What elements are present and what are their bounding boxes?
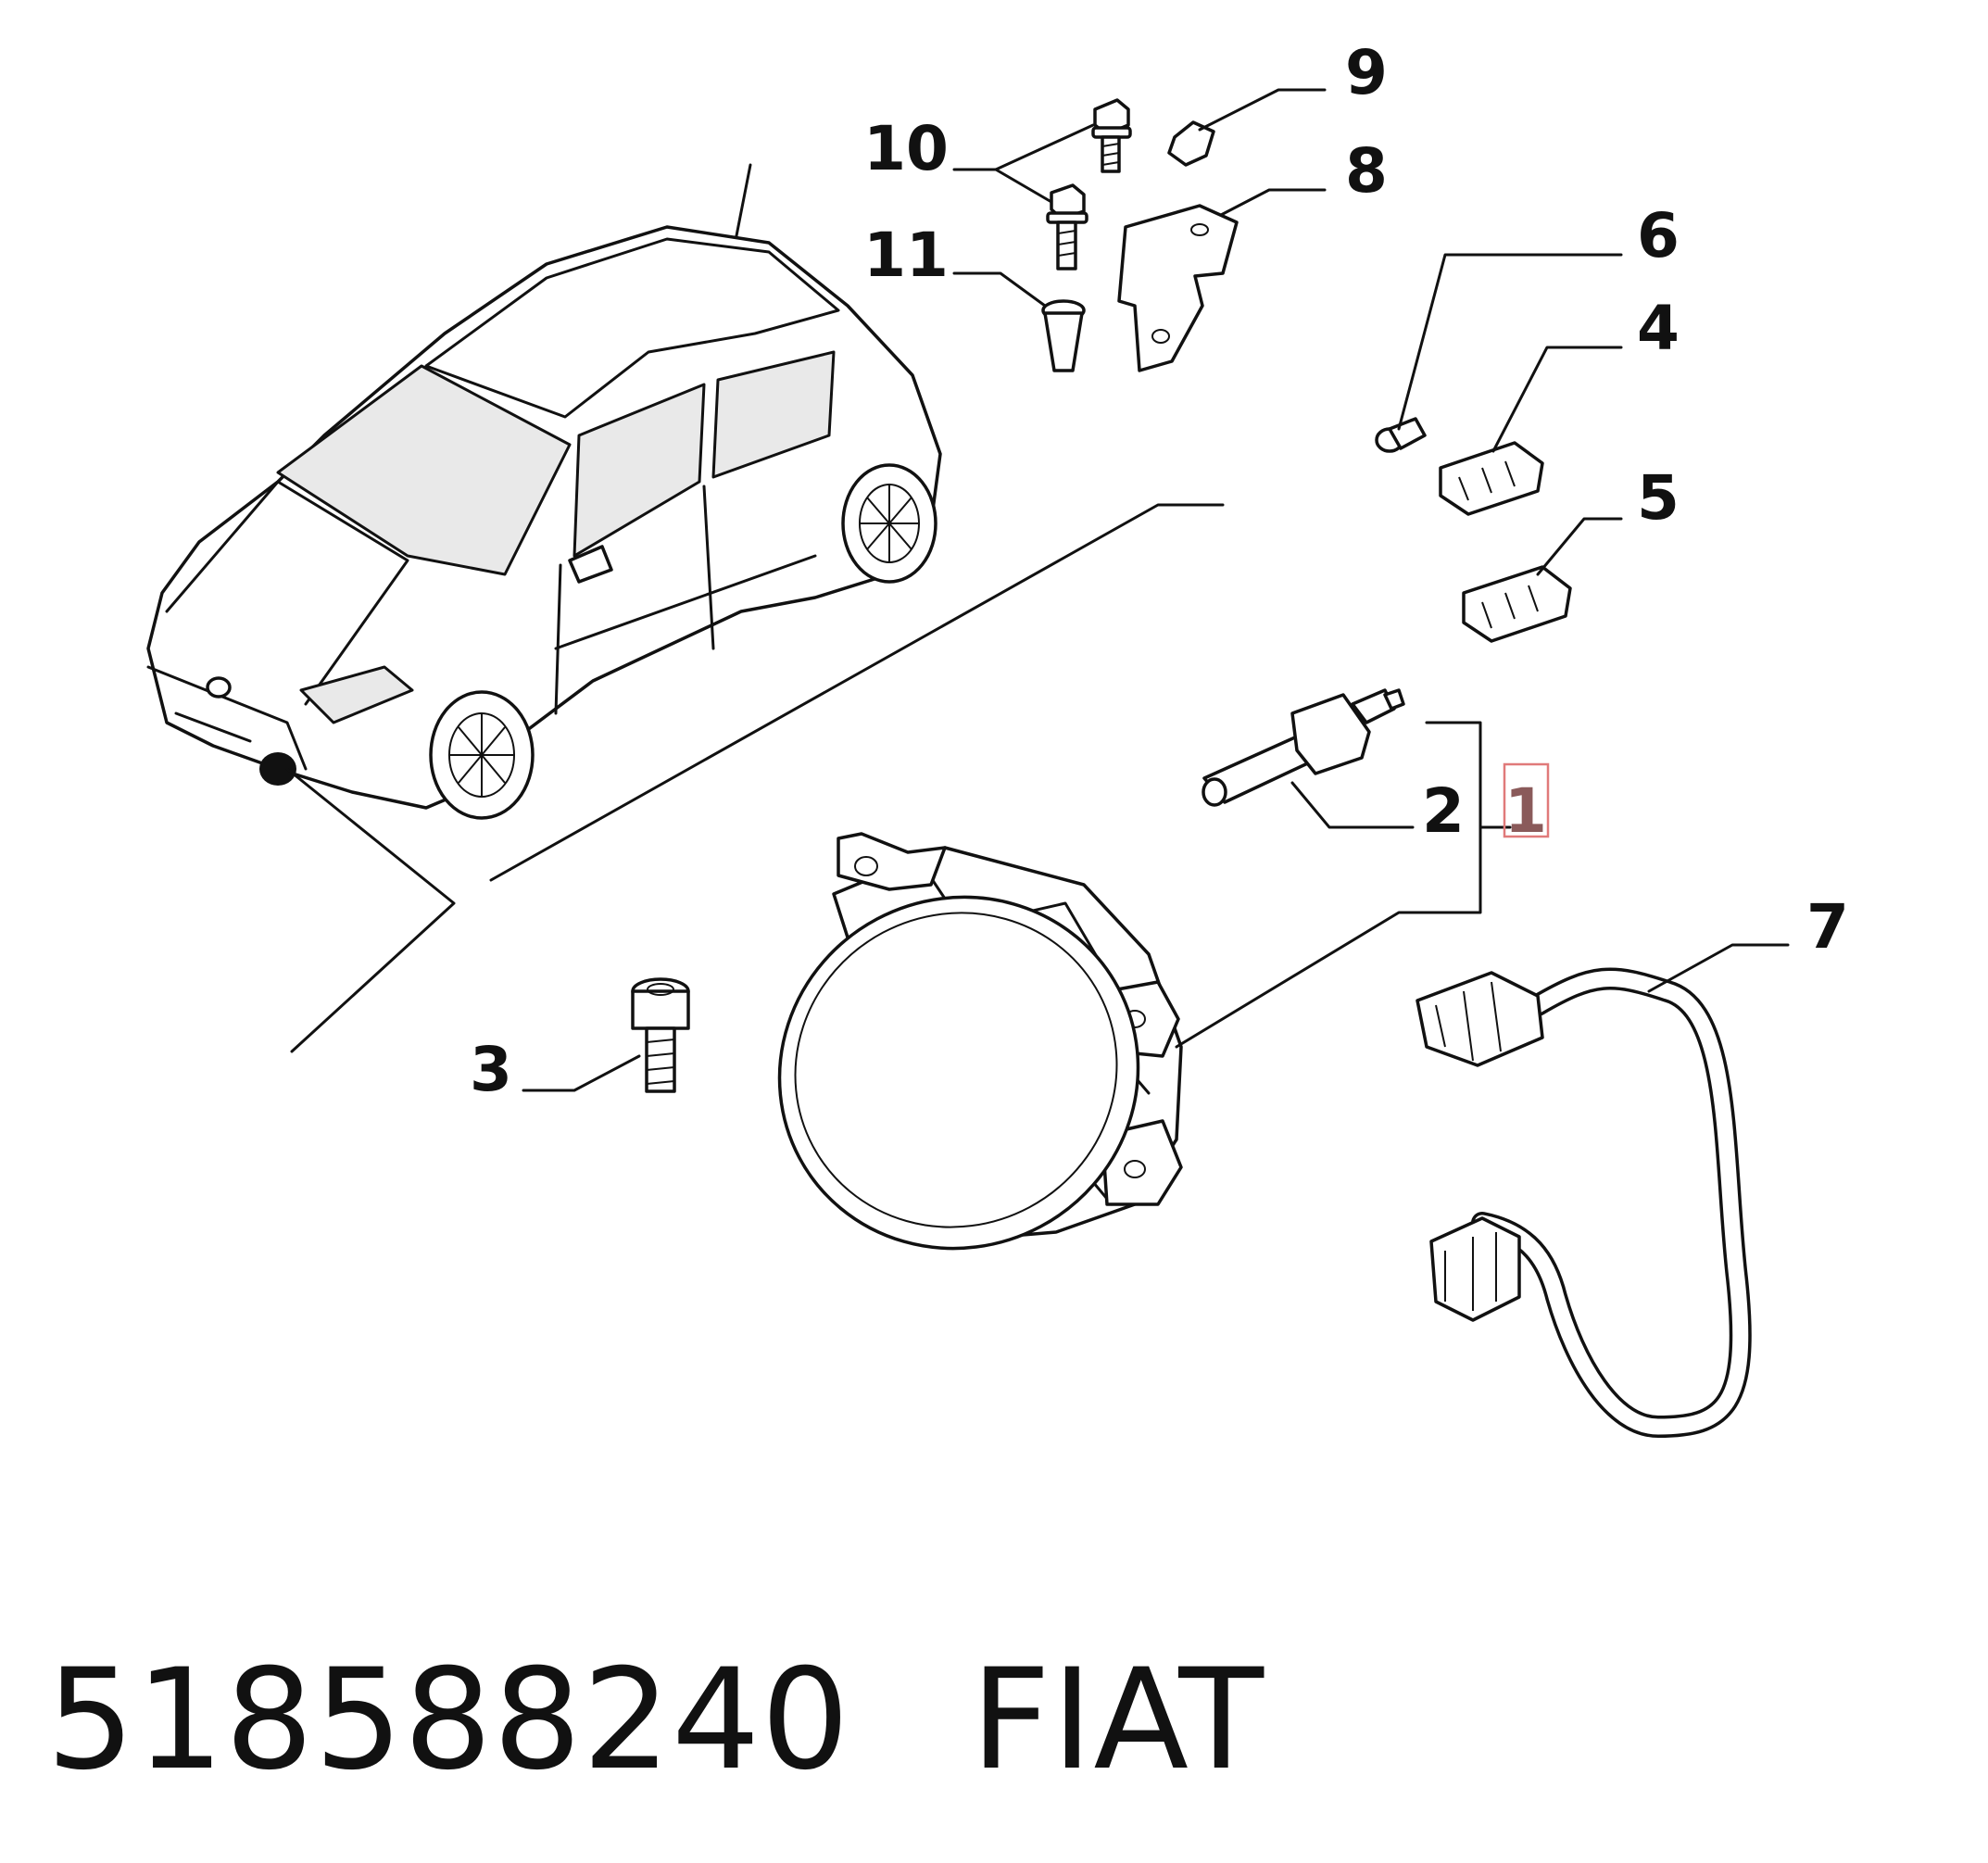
callout-8[interactable]: 8 [1345, 135, 1388, 207]
car-illustration [146, 163, 1225, 1053]
brand-name: FIAT [970, 1640, 1265, 1801]
caption: 518588240 FIAT [46, 1640, 1265, 1801]
callout-4[interactable]: 4 [1637, 293, 1680, 364]
fog-lamp-location-marker [259, 752, 296, 786]
callout-2[interactable]: 2 [1422, 775, 1465, 847]
parts-diagram: 1 2 3 4 5 6 7 8 9 10 11 [146, 37, 1849, 1439]
callout-3[interactable]: 3 [470, 1034, 512, 1105]
nut-9 [1167, 120, 1215, 167]
front-wheel [429, 690, 535, 820]
bulb-2 [1202, 688, 1405, 807]
callout-11[interactable]: 11 [863, 220, 949, 291]
callout-6[interactable]: 6 [1637, 200, 1680, 271]
bolt-10-b [1046, 183, 1088, 271]
clip-11 [1041, 299, 1086, 372]
connector-4 [1439, 441, 1544, 516]
connector-5 [1462, 565, 1572, 643]
callout-5[interactable]: 5 [1637, 462, 1680, 534]
leader-lines [522, 88, 1790, 1092]
bracket-8 [1117, 204, 1239, 372]
rear-wheel [841, 463, 937, 584]
callout-1-highlight-box [1503, 762, 1550, 838]
bolt-10 [1091, 98, 1132, 173]
part-number: 518588240 [46, 1640, 850, 1801]
callout-1[interactable]: 1 [1504, 775, 1547, 847]
screw-3 [631, 977, 690, 1093]
callout-9[interactable]: 9 [1345, 37, 1388, 108]
callout-7[interactable]: 7 [1806, 891, 1849, 963]
callout-10[interactable]: 10 [863, 113, 949, 184]
fog-lamp-1 [777, 832, 1183, 1251]
harness-7 [1416, 967, 1752, 1439]
